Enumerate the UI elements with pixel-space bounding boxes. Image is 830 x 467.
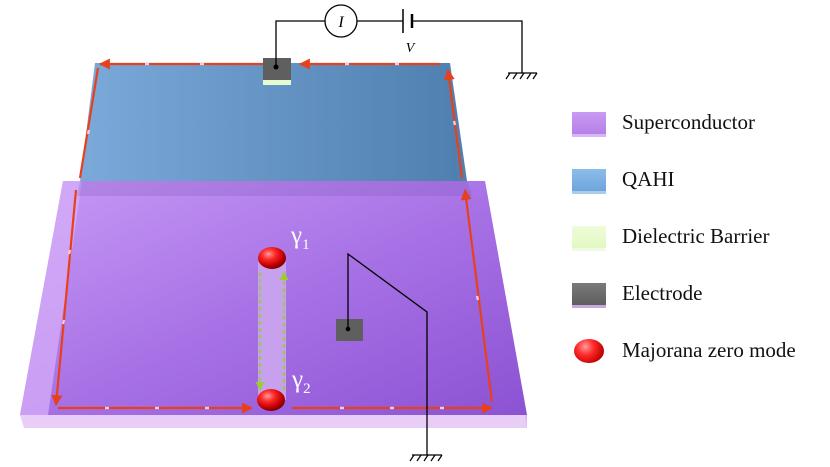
majorana-zero-mode-icon	[574, 339, 604, 363]
qahi-swatch	[572, 169, 606, 191]
ammeter-label: I	[337, 14, 344, 31]
legend-item-majorana-zero-mode: Majorana zero mode	[572, 336, 827, 393]
legend-label-qahi: QAHI	[622, 167, 675, 191]
dielectric-barrier-swatch	[572, 226, 606, 248]
barrier-edge-current	[255, 271, 289, 391]
electrode-swatch	[572, 283, 606, 305]
legend-item-qahi: QAHI	[572, 165, 827, 222]
legend-label-electrode: Electrode	[622, 281, 703, 305]
measurement-circuit	[275, 20, 523, 73]
legend-label-dielectric-barrier: Dielectric Barrier	[622, 224, 770, 248]
qahi-layer	[80, 63, 467, 181]
legend: Superconductor QAHI Dielectric Barrier E…	[572, 108, 827, 393]
battery-symbol	[402, 9, 414, 33]
gamma1-label: γ1	[290, 222, 310, 253]
chiral-edge-current	[51, 58, 494, 414]
legend-label-superconductor: Superconductor	[622, 110, 755, 134]
legend-item-superconductor: Superconductor	[572, 108, 827, 165]
edge-current-dashes	[61, 62, 480, 410]
majorana-zero-mode-gamma1	[258, 247, 286, 269]
top-ground-icon	[505, 72, 538, 80]
qahi-shadow	[77, 181, 472, 196]
legend-item-electrode: Electrode	[572, 279, 827, 336]
superconductor-swatch	[572, 112, 606, 134]
legend-label-majorana-zero-mode: Majorana zero mode	[622, 338, 796, 362]
superconductor-left-bevel	[20, 181, 82, 415]
ammeter	[324, 4, 358, 38]
superconductor-slab-front-face	[20, 415, 527, 428]
bottom-ground-icon	[409, 454, 443, 462]
legend-item-dielectric-barrier: Dielectric Barrier	[572, 222, 827, 279]
majorana-zero-mode-gamma2	[257, 389, 285, 411]
voltage-label: V	[406, 41, 416, 56]
ground-wire	[347, 252, 428, 455]
dielectric-barrier	[258, 262, 286, 400]
gamma2-label: γ2	[291, 366, 311, 397]
top-dielectric-barrier	[263, 79, 291, 85]
